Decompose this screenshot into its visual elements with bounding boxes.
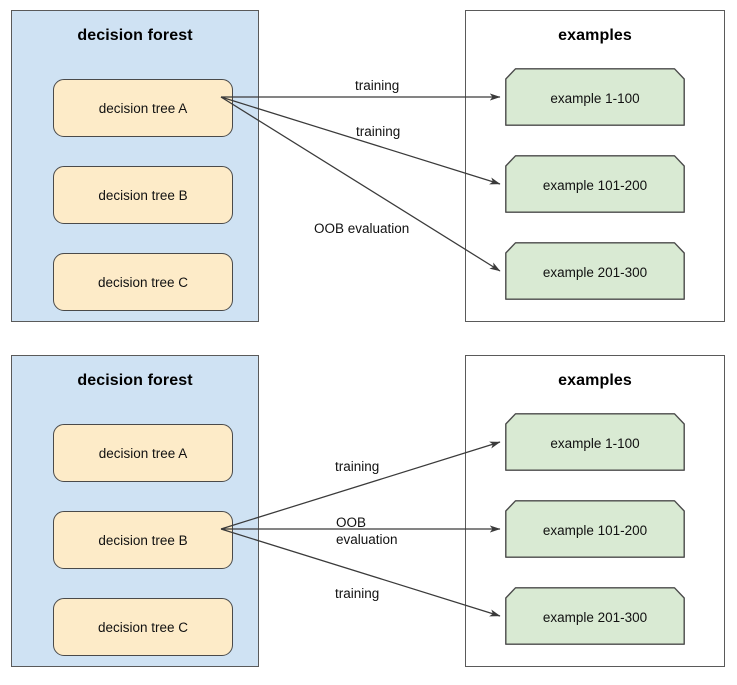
example-card-shape-icon bbox=[505, 500, 685, 558]
example-101-200-label-2: example 101-200 bbox=[542, 523, 648, 538]
edge-label-training-1: training bbox=[355, 78, 400, 93]
example-101-200-node-1[interactable]: example 101-200 bbox=[505, 155, 685, 213]
example-1-100-label-2: example 1-100 bbox=[550, 436, 640, 451]
example-201-300-label-1: example 201-300 bbox=[542, 265, 648, 280]
decision-forest-container-1: decision forest decision tree A decision… bbox=[11, 10, 259, 322]
panel-tree-a: decision forest decision tree A decision… bbox=[0, 0, 737, 340]
panel-tree-b: decision forest decision tree A decision… bbox=[0, 345, 737, 685]
example-201-300-label-2: example 201-300 bbox=[542, 610, 648, 625]
decision-tree-b-node-1[interactable]: decision tree B bbox=[53, 166, 233, 224]
examples-title-2: examples bbox=[558, 372, 632, 389]
decision-tree-c-node-2[interactable]: decision tree C bbox=[53, 598, 233, 656]
decision-forest-title-1: decision forest bbox=[77, 27, 193, 44]
decision-tree-c-node-1[interactable]: decision tree C bbox=[53, 253, 233, 311]
example-201-300-node-1[interactable]: example 201-300 bbox=[505, 242, 685, 300]
example-card-shape-icon bbox=[505, 68, 685, 126]
example-201-300-node-2[interactable]: example 201-300 bbox=[505, 587, 685, 645]
decision-forest-container-2: decision forest decision tree A decision… bbox=[11, 355, 259, 667]
decision-tree-b-node-2[interactable]: decision tree B bbox=[53, 511, 233, 569]
example-1-100-node-2[interactable]: example 1-100 bbox=[505, 413, 685, 471]
edge-label-oob-line2: evaluation bbox=[336, 531, 398, 547]
example-card-shape-icon bbox=[505, 587, 685, 645]
example-card-shape-icon bbox=[505, 155, 685, 213]
decision-tree-a-node-2[interactable]: decision tree A bbox=[53, 424, 233, 482]
example-1-100-label-1: example 1-100 bbox=[550, 91, 640, 106]
example-101-200-label-1: example 101-200 bbox=[542, 178, 648, 193]
example-101-200-node-2[interactable]: example 101-200 bbox=[505, 500, 685, 558]
example-1-100-node-1[interactable]: example 1-100 bbox=[505, 68, 685, 126]
edge-label-oob-line1: OOB bbox=[336, 515, 367, 530]
edge-label-training-2: training bbox=[356, 124, 401, 139]
edge-label-training-4: training bbox=[335, 586, 380, 601]
edge-label-oob-evaluation-2: OOB evaluation bbox=[336, 515, 398, 548]
example-card-shape-icon bbox=[505, 413, 685, 471]
edge-label-training-3: training bbox=[335, 459, 380, 474]
examples-title-1: examples bbox=[558, 27, 632, 44]
example-card-shape-icon bbox=[505, 242, 685, 300]
decision-tree-a-node-1[interactable]: decision tree A bbox=[53, 79, 233, 137]
decision-forest-title-2: decision forest bbox=[77, 372, 193, 389]
edge-label-oob-evaluation-1: OOB evaluation bbox=[314, 221, 410, 236]
